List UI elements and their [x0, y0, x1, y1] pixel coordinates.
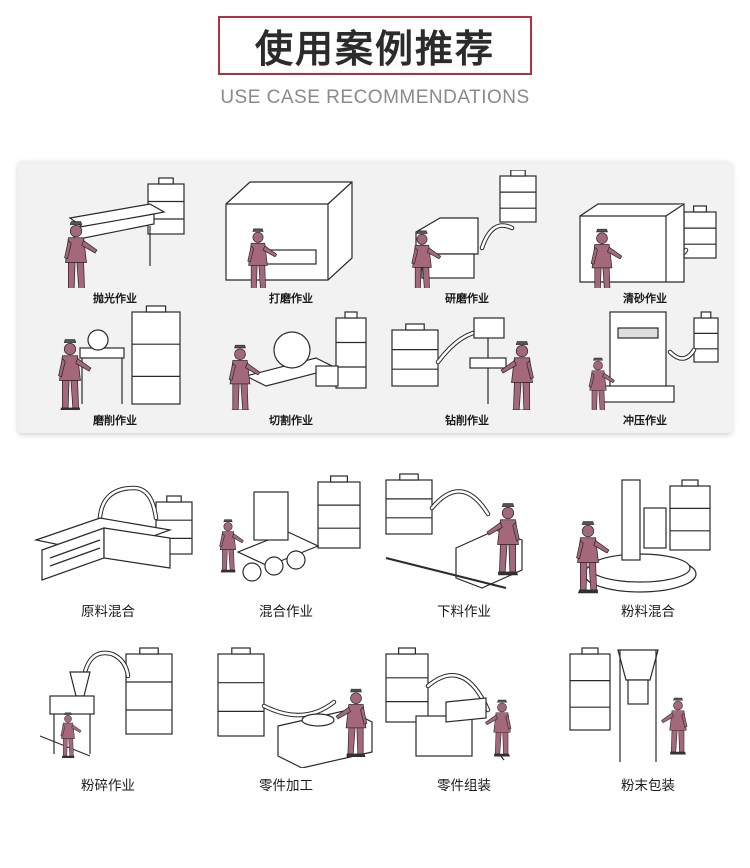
use-case-label: 粉碎作业	[81, 778, 135, 794]
stamping-illustration	[588, 311, 719, 410]
use-case-label: 混合作业	[259, 604, 313, 620]
use-case-card: 零件加工	[198, 636, 374, 794]
mixing-illustration	[219, 475, 361, 582]
use-case-label: 零件加工	[259, 778, 313, 794]
use-case-label: 抛光作业	[93, 292, 137, 305]
use-case-label: 打磨作业	[269, 292, 313, 305]
use-case-card: 抛光作业	[30, 170, 200, 310]
use-case-label: 原料混合	[81, 604, 135, 620]
use-case-card: 冲压作业	[560, 292, 730, 432]
use-case-card: 粉料混合	[560, 462, 736, 620]
use-case-label: 磨削作业	[93, 414, 137, 427]
use-case-card: 混合作业	[198, 462, 374, 620]
use-case-card: 磨削作业	[30, 292, 200, 432]
lapping-illustration	[411, 170, 537, 288]
use-case-label: 零件组装	[437, 778, 491, 794]
powder-packaging-illustration	[569, 647, 688, 762]
abrasive-cutting-illustration	[58, 305, 181, 410]
use-case-label: 钻削作业	[445, 414, 489, 427]
use-case-label: 粉料混合	[621, 604, 675, 620]
use-case-card: 切割作业	[206, 292, 376, 432]
use-case-card: 粉末包装	[560, 636, 736, 794]
use-case-label: 清砂作业	[623, 292, 667, 305]
crushing-illustration	[39, 647, 173, 759]
title-box: 使用案例推荐	[218, 16, 532, 75]
use-case-card: 粉碎作业	[20, 636, 196, 794]
use-case-label: 冲压作业	[623, 414, 667, 427]
page-title: 使用案例推荐	[254, 27, 495, 71]
use-case-card: 钻削作业	[382, 292, 552, 432]
use-case-card: 下料作业	[376, 462, 552, 620]
parts-machining-illustration	[217, 647, 373, 768]
use-case-label: 下料作业	[437, 604, 491, 620]
use-case-card: 零件组装	[376, 636, 552, 794]
raw-material-mixing-illustration	[33, 485, 193, 581]
parts-assembly-illustration	[385, 647, 512, 761]
polishing-illustration	[64, 177, 185, 288]
drilling-illustration	[391, 317, 534, 410]
cutting-illustration	[228, 311, 367, 410]
use-case-card: 清砂作业	[560, 170, 730, 310]
grinding-booth-illustration	[225, 181, 353, 288]
use-case-label: 切割作业	[269, 414, 313, 427]
sand-cleaning-illustration	[579, 203, 717, 288]
use-case-card: 研磨作业	[382, 170, 552, 310]
page-subtitle: USE CASE RECOMMENDATIONS	[220, 87, 530, 108]
use-case-label: 研磨作业	[445, 292, 489, 305]
use-case-label: 粉末包装	[621, 778, 675, 794]
use-case-card: 打磨作业	[206, 170, 376, 310]
use-case-card: 原料混合	[20, 462, 196, 620]
powder-mixing-illustration	[576, 479, 711, 594]
blanking-illustration	[385, 473, 523, 589]
